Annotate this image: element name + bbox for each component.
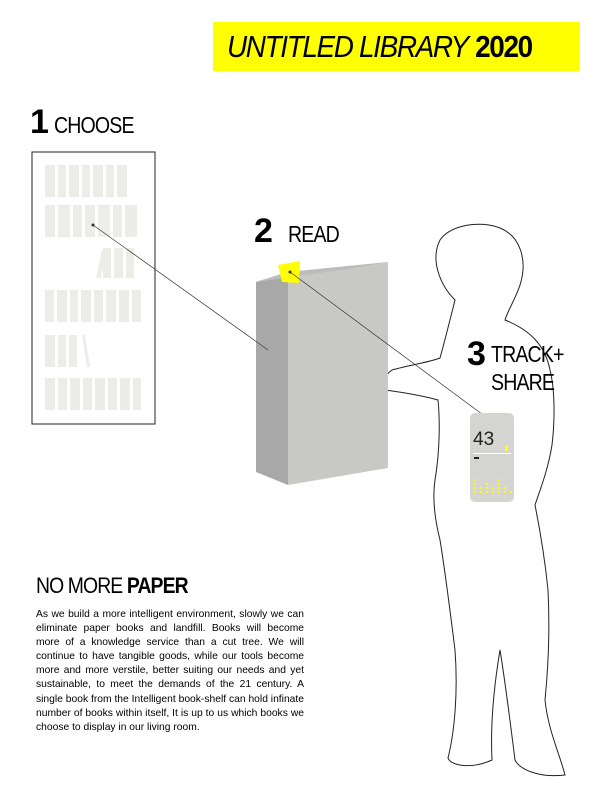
- step-label-2: SHARE: [490, 369, 555, 395]
- connector-line: [289, 271, 491, 421]
- connector-line: [92, 224, 269, 351]
- step-number: 2: [254, 212, 273, 250]
- heading-bold: PAPER: [126, 573, 189, 598]
- step-label: CHOOSE: [53, 112, 134, 138]
- step-number: 3: [467, 335, 486, 373]
- count-display: 43: [473, 429, 495, 450]
- step-number: 1: [30, 103, 49, 141]
- step-label: READ: [287, 221, 340, 247]
- divider: [473, 453, 511, 454]
- title: UNTITLED LIBRARY: [227, 29, 469, 64]
- small-label: [474, 457, 479, 459]
- shelf-books: [45, 165, 141, 410]
- step-read: 2 READ: [254, 212, 348, 251]
- year: 2020: [475, 29, 533, 64]
- heading-light: NO MORE: [36, 573, 123, 598]
- article-heading: NO MORE PAPER: [36, 573, 189, 599]
- phone-tracker[interactable]: 43: [470, 413, 514, 502]
- step-label: TRACK+: [490, 341, 564, 367]
- book[interactable]: [256, 262, 388, 485]
- activity-bars: [474, 479, 512, 493]
- article-body: As we build a more intelligent environme…: [36, 609, 304, 733]
- person-silhouette: [382, 223, 566, 777]
- indicator: [505, 445, 508, 451]
